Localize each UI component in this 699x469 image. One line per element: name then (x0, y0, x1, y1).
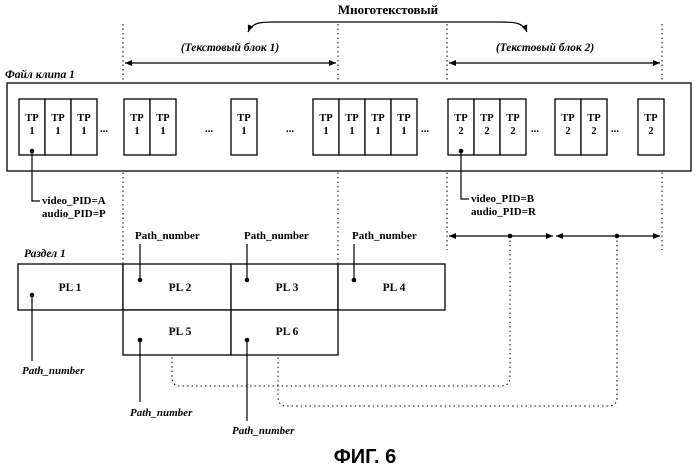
pid-right-audio: audio_PID=R (471, 206, 537, 218)
tp-packet-4-stream: 1 (134, 126, 139, 137)
tp-packet-16-stream: 2 (648, 126, 653, 137)
tp-packet-5-stream: 1 (160, 126, 165, 137)
tp-packet-8-label: TP (345, 113, 359, 124)
path-number-pl3-label: Path_number (244, 230, 309, 242)
pid-left-audio: audio_PID=P (42, 208, 106, 220)
playlist-pl5-label: PL 5 (169, 326, 192, 338)
tp-ellipsis-4: ... (421, 123, 430, 135)
tp-ellipsis-3: ... (286, 123, 295, 135)
pid-right-video: video_PID=B (471, 193, 535, 205)
section-label: Раздел 1 (24, 248, 66, 260)
tp-packet-2-label: TP (51, 113, 65, 124)
tp-packet-15-stream: 2 (591, 126, 596, 137)
tp-packet-1-label: TP (25, 113, 39, 124)
path-number-pl4-label: Path_number (352, 230, 417, 242)
tp-packet-9-label: TP (371, 113, 385, 124)
tp-packet-14-label: TP (561, 113, 575, 124)
tp-packet-8-stream: 1 (349, 126, 354, 137)
tp-ellipsis-1: ... (100, 123, 109, 135)
tp-packet-7-stream: 1 (323, 126, 328, 137)
multitext-title: Многотекстовый (338, 2, 439, 17)
tp-ellipsis-6: ... (611, 123, 620, 135)
pid-left-video: video_PID=A (42, 195, 106, 207)
playlist-pl2-label: PL 2 (169, 282, 192, 294)
tp-packet-1-stream: 1 (29, 126, 34, 137)
tp-packet-3-stream: 1 (81, 126, 86, 137)
multitext-span-arrow (248, 22, 527, 32)
playlist-pl3-label: PL 3 (276, 282, 299, 294)
playlist-pl1-label: PL 1 (59, 282, 82, 294)
tp-packet-12-stream: 2 (484, 126, 489, 137)
tp-packet-11-stream: 2 (458, 126, 463, 137)
path-number-pl2-label: Path_number (135, 230, 200, 242)
tp-packet-15-label: TP (587, 113, 601, 124)
clip-file-label: Файл клипа 1 (5, 68, 75, 81)
path-number-pl5-label: Path_number (130, 407, 193, 419)
tp-packet-13-label: TP (506, 113, 520, 124)
tp-packet-4-label: TP (130, 113, 144, 124)
playlist-pl4-label: PL 4 (383, 282, 406, 294)
figure-caption: ФИГ. 6 (334, 446, 397, 468)
tp-packet-3-label: TP (77, 113, 91, 124)
tp-ellipsis-2: ... (205, 123, 214, 135)
tp-packet-16-label: TP (644, 113, 658, 124)
text-block-1-label: (Текстовый блок 1) (181, 41, 280, 54)
tp-packet-10-stream: 1 (401, 126, 406, 137)
tp-packet-9-stream: 1 (375, 126, 380, 137)
tp-packet-11-label: TP (454, 113, 468, 124)
tp-ellipsis-5: ... (531, 123, 540, 135)
path-number-pl6-label: Path_number (232, 425, 295, 437)
playlist-pl6-label: PL 6 (276, 326, 299, 338)
tp-packet-13-stream: 2 (510, 126, 515, 137)
tp-packet-14-stream: 2 (565, 126, 570, 137)
tp-packet-7-label: TP (319, 113, 333, 124)
path-number-pl1-label: Path_number (22, 365, 85, 377)
tp-packet-12-label: TP (480, 113, 494, 124)
text-block-2-label: (Текстовый блок 2) (496, 41, 595, 54)
tp-packet-10-label: TP (397, 113, 411, 124)
tp-packet-6-label: TP (237, 113, 251, 124)
tp-packet-5-label: TP (156, 113, 170, 124)
tp-packet-6-stream: 1 (241, 126, 246, 137)
tp-packet-2-stream: 1 (55, 126, 60, 137)
